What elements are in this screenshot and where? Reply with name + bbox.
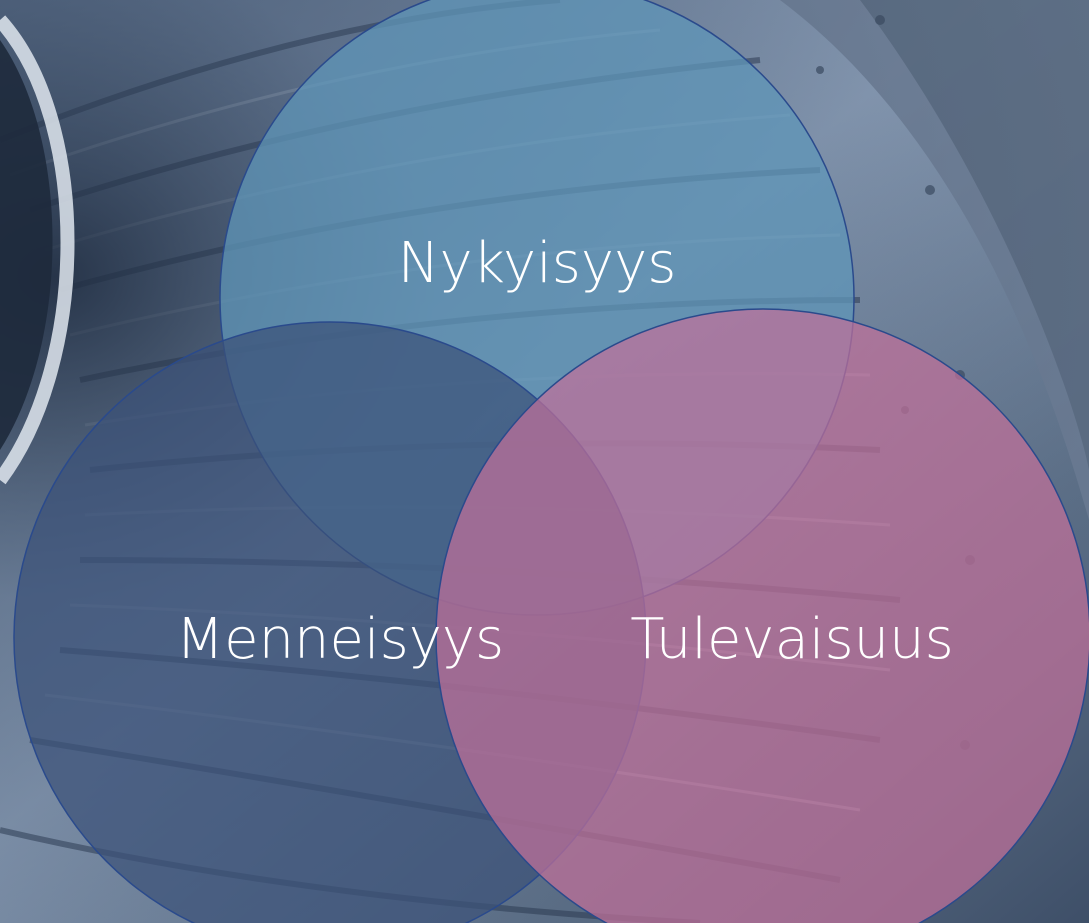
venn-label-present: Nykyisyys bbox=[398, 231, 677, 296]
venn-label-past: Menneisyys bbox=[176, 607, 504, 672]
venn-label-future: Tulevaisuus bbox=[630, 607, 954, 672]
